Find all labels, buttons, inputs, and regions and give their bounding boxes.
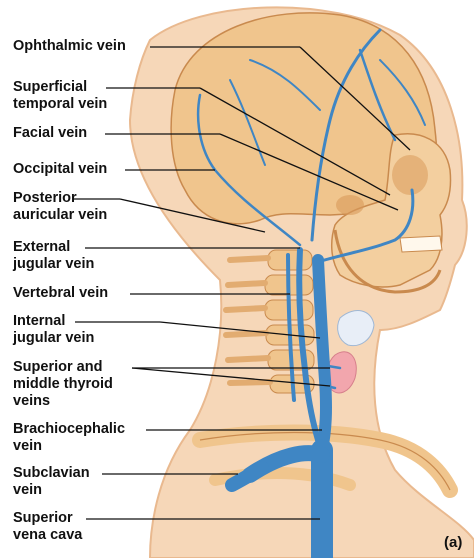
leader-superficial-temporal-2 (199, 87, 391, 196)
label-facial-vein: Facial vein (13, 125, 88, 141)
label-ophthalmic-vein: Ophthalmic vein (13, 38, 126, 54)
label-occipital-vein: Occipital vein (13, 161, 108, 177)
external-jugular-vein (296, 247, 321, 443)
occipital-vein (196, 93, 302, 247)
leader-thyroid-2 (131, 367, 331, 387)
larynx-cartilage (337, 310, 375, 347)
facial-vein (316, 188, 415, 264)
leader-posterior-auricular-2 (119, 198, 266, 233)
internal-jugular-vein (312, 254, 332, 456)
clavicle-outline (199, 431, 451, 491)
teeth (399, 235, 443, 253)
leader-internal-jugular-2 (159, 321, 321, 339)
panel-label: (a) (444, 534, 463, 551)
eye-orbit (392, 155, 428, 195)
label-vertebral-vein: Vertebral vein (13, 285, 109, 301)
subclavian-vein (225, 461, 269, 492)
first-rib (209, 467, 356, 491)
leader-ophthalmic-2 (299, 46, 411, 151)
scalp-veins (229, 59, 426, 166)
ear-region (336, 195, 364, 215)
leader-lines (74, 46, 411, 520)
veins (196, 28, 426, 558)
leader-facial-2 (219, 133, 399, 211)
